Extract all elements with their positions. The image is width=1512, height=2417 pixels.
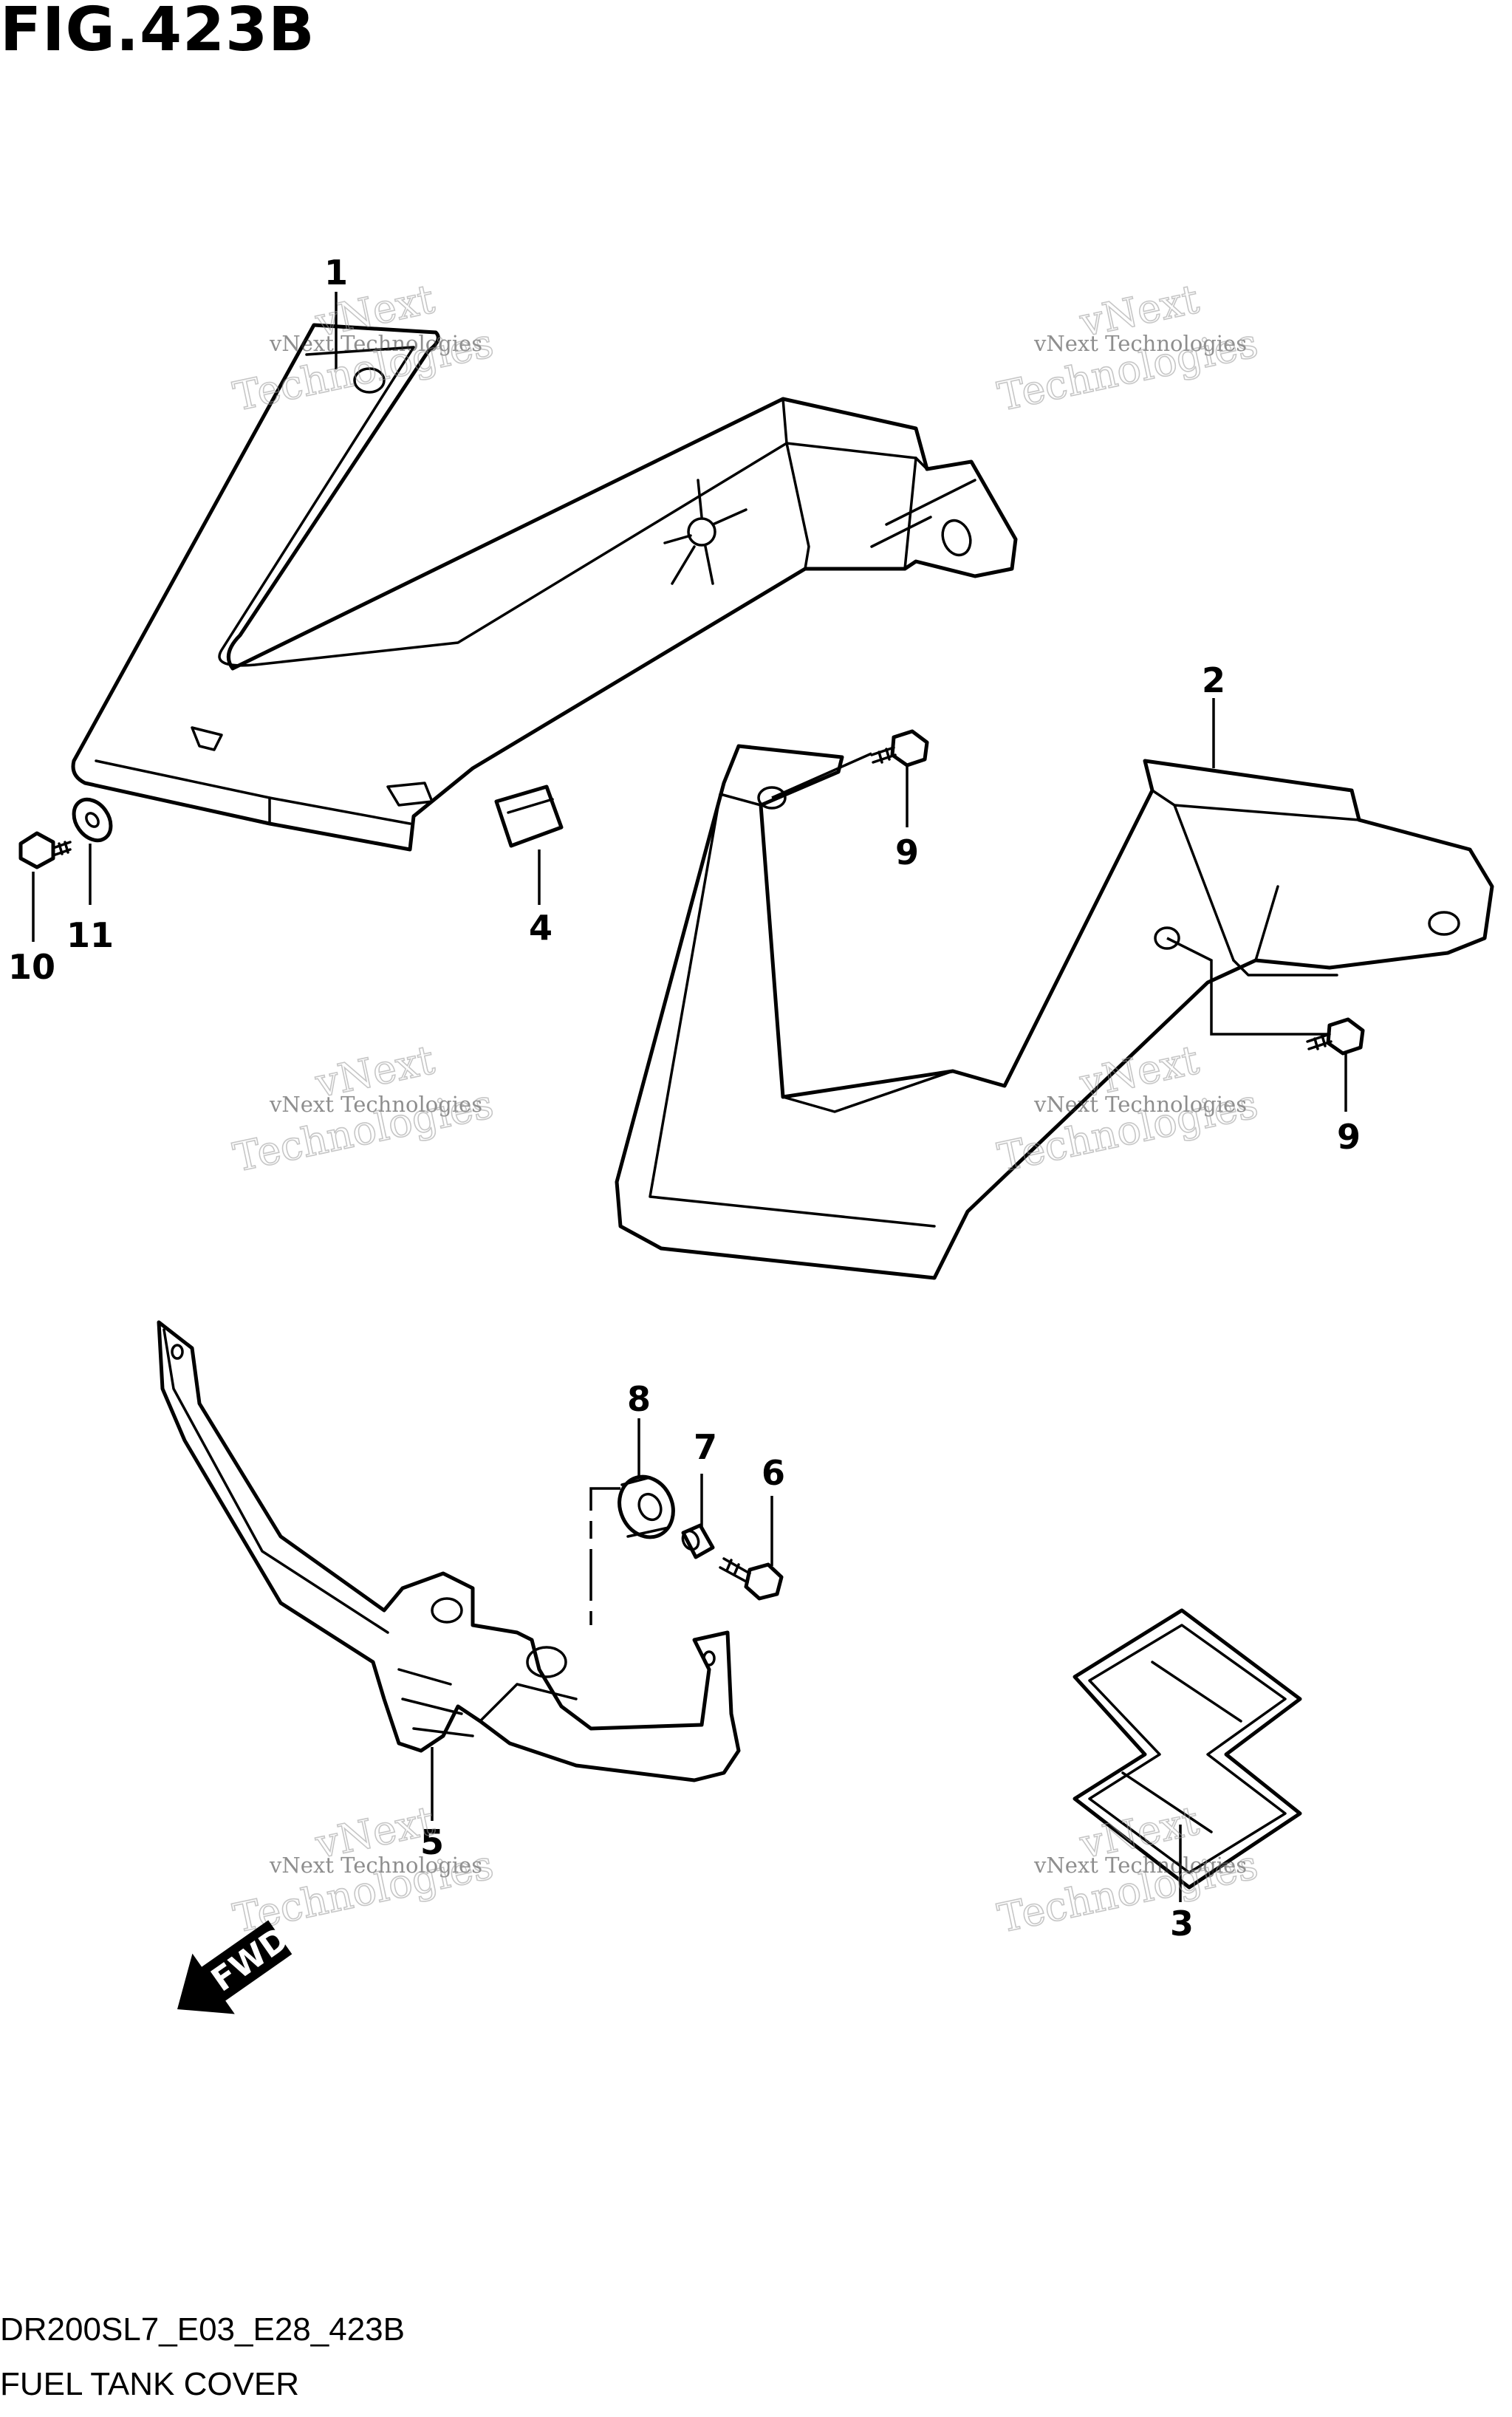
part-7-collar[interactable]: [680, 1523, 715, 1559]
part-10-bolt[interactable]: [18, 831, 72, 869]
part-9-bolt-upper[interactable]: [870, 729, 929, 768]
figure-title: FIG.423B: [0, 0, 315, 65]
callout-1: 1: [324, 253, 348, 293]
svg-text:vNext Technologies: vNext Technologies: [269, 1853, 482, 1878]
part-4-pad[interactable]: [494, 784, 564, 848]
svg-text:vNext Technologies: vNext Technologies: [1033, 1092, 1247, 1117]
part-6-bolt[interactable]: [719, 1557, 784, 1601]
watermark: vNext Technologies vNext Technologies: [229, 1036, 498, 1181]
svg-text:vNext Technologies: vNext Technologies: [1033, 331, 1247, 356]
part-11-washer[interactable]: [66, 793, 118, 847]
callout-6: 6: [762, 1453, 785, 1493]
part-1-cover-upper[interactable]: [71, 323, 1018, 852]
watermark: vNext Technologies vNext Technologies: [229, 1796, 498, 1942]
leader-lines: [32, 292, 1347, 1902]
model-code: DR200SL7_E03_E28_423B: [0, 2311, 406, 2348]
svg-text:vNext Technologies: vNext Technologies: [269, 1092, 482, 1117]
callout-9-upper: 9: [895, 833, 919, 872]
part-3-emblem[interactable]: [1073, 1608, 1302, 1890]
callout-9-lower: 9: [1337, 1117, 1361, 1157]
callout-7: 7: [694, 1427, 717, 1467]
callout-2: 2: [1202, 660, 1225, 700]
part-2-cover-lower[interactable]: [615, 744, 1494, 1280]
callout-8: 8: [627, 1379, 651, 1419]
part-9-bolt-lower[interactable]: [1306, 1017, 1365, 1056]
watermark: vNext Technologies vNext Technologies: [993, 275, 1262, 420]
callout-10: 10: [8, 947, 55, 987]
callouts: 1 2 3 4 5 6 7 8 9 9 10 11: [8, 253, 1361, 1943]
callout-4: 4: [529, 908, 553, 948]
part-8-grommet[interactable]: [610, 1468, 683, 1546]
callout-3: 3: [1170, 1904, 1194, 1943]
svg-text:vNext Technologies: vNext Technologies: [269, 331, 482, 356]
callout-5: 5: [420, 1822, 444, 1862]
part-5-bracket[interactable]: [157, 1320, 741, 1782]
figure-caption: FUEL TANK COVER: [0, 2366, 300, 2402]
svg-text:vNext Technologies: vNext Technologies: [1033, 1853, 1247, 1878]
callout-11: 11: [66, 915, 114, 955]
